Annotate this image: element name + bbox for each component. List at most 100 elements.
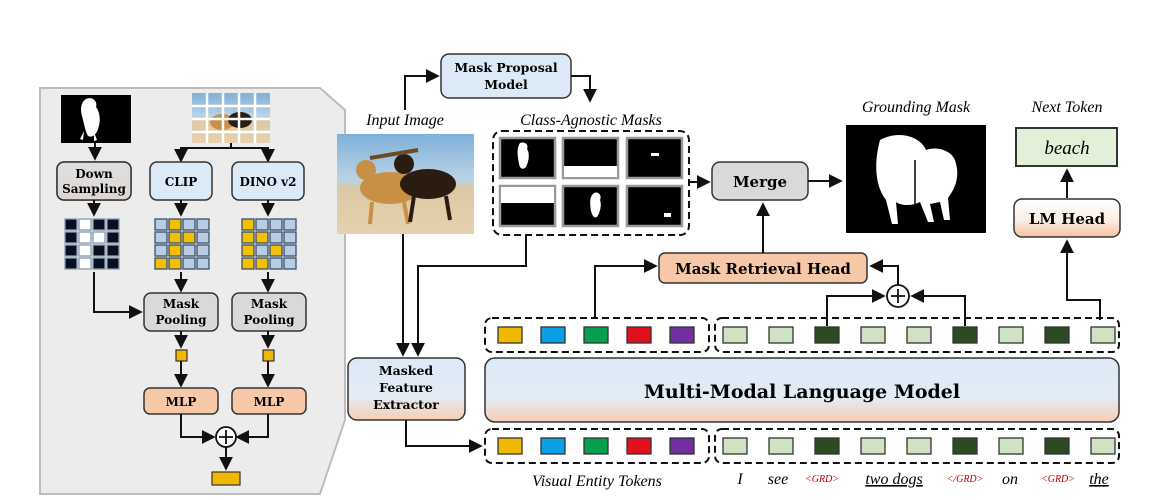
entity-token	[583, 437, 609, 455]
input-entity-tokens-box	[484, 428, 710, 464]
grd-close-token: </GRD>	[947, 474, 984, 485]
feature-grid-cell	[241, 244, 255, 257]
feature-grid-cell	[241, 231, 255, 244]
mask-proposals	[498, 136, 684, 228]
grounding-mask-image	[846, 125, 986, 233]
grounding-mask-label: Grounding Mask	[862, 99, 971, 116]
text-token	[860, 437, 886, 455]
inset-image-patches	[192, 93, 270, 143]
feature-grid-cell	[283, 218, 297, 231]
feature-grid-cell	[182, 257, 196, 270]
output-entity-tokens	[497, 326, 695, 344]
pooled-feature-left	[175, 349, 188, 362]
lm-head-box	[1013, 198, 1121, 238]
next-token-value: beach	[1044, 138, 1089, 159]
inset-sum-icon	[215, 426, 237, 448]
text-token	[768, 326, 794, 344]
dino-feature-grid	[241, 218, 297, 270]
entity-token	[497, 326, 523, 344]
mask-grid-cell	[106, 218, 120, 231]
feature-grid-cell	[255, 231, 269, 244]
feature-grid-cell	[255, 257, 269, 270]
grd-token	[814, 326, 840, 344]
feature-grid-cell	[182, 231, 196, 244]
visual-entity-tokens-label: Visual Entity Tokens	[532, 473, 662, 490]
input-text-tokens	[722, 437, 1116, 455]
clip-label: CLIP	[165, 175, 198, 189]
entity-token	[626, 437, 652, 455]
entity-token	[540, 326, 566, 344]
mask-grid-cell	[64, 218, 78, 231]
feature-grid-cell	[168, 257, 182, 270]
feature-grid-cell	[269, 231, 283, 244]
visual-entity-feature	[211, 471, 241, 486]
feature-grid-cell	[269, 257, 283, 270]
input-text-tokens-box	[714, 428, 1120, 464]
feature-extractor-inset: Down Sampling CLIP DINO v2 Mask Pooling …	[39, 87, 346, 495]
entity-token	[669, 326, 695, 344]
text-token	[1090, 437, 1116, 455]
feature-grid-cell	[168, 244, 182, 257]
feature-grid-cell	[241, 218, 255, 231]
feature-grid-cell	[283, 244, 297, 257]
pooled-feature-right	[262, 349, 275, 362]
input-sentence: I see <GRD> two dogs </GRD> on <GRD> the	[736, 471, 1108, 488]
output-text-tokens-box	[714, 317, 1120, 353]
grd-token	[1044, 326, 1070, 344]
entity-token	[669, 437, 695, 455]
entity-token	[583, 326, 609, 344]
mask-proposal-label-2: Model	[484, 77, 528, 92]
grd-token	[952, 437, 978, 455]
grd-token	[814, 437, 840, 455]
mask-pooling-left-label-2: Pooling	[156, 313, 208, 327]
feature-grid-cell	[269, 218, 283, 231]
mfe-label-2: Feature	[379, 380, 433, 395]
feature-grid-cell	[283, 257, 297, 270]
mask-grid-cell	[78, 244, 92, 257]
mask-pooling-left-label-1: Mask	[163, 297, 200, 311]
entity-token	[497, 437, 523, 455]
mask-proposal-label-1: Mask Proposal	[454, 60, 558, 75]
feature-grid-cell	[255, 218, 269, 231]
mask-grid-cell	[78, 231, 92, 244]
feature-grid-cell	[255, 244, 269, 257]
mask-grid-cell	[64, 257, 78, 270]
mllm-label: Multi-Modal Language Model	[644, 381, 960, 403]
feature-grid-cell	[182, 244, 196, 257]
mask-grid-cell	[64, 231, 78, 244]
next-token-box	[1015, 127, 1118, 167]
mask-pooling-right-label-1: Mask	[251, 297, 288, 311]
mfe-label-3: Extractor	[373, 397, 439, 412]
text-token	[998, 437, 1024, 455]
next-token-label: Next Token	[1031, 99, 1103, 116]
output-text-tokens	[722, 326, 1116, 344]
output-entity-tokens-box	[484, 317, 710, 353]
word-on: on	[1002, 471, 1018, 488]
feature-grid-cell	[241, 257, 255, 270]
mfe-label-1: Masked	[379, 363, 434, 378]
down-sampling-label-1: Down	[75, 167, 113, 181]
mask-grid	[64, 218, 120, 270]
lm-head-label: LM Head	[1029, 210, 1106, 228]
class-agnostic-masks-label: Class-Agnostic Masks	[520, 112, 662, 129]
text-token	[906, 326, 932, 344]
words-two-dogs: two dogs	[865, 471, 922, 488]
mlp-right-label: MLP	[254, 395, 285, 409]
retrieval-sum-icon	[886, 284, 910, 308]
feature-grid-cell	[196, 244, 210, 257]
mask-grid-cell	[106, 231, 120, 244]
text-token	[860, 326, 886, 344]
text-token	[1090, 326, 1116, 344]
grd-open-token: <GRD>	[805, 474, 839, 485]
feature-grid-cell	[196, 218, 210, 231]
input-image-label: Input Image	[365, 112, 444, 129]
feature-grid-cell	[154, 244, 168, 257]
feature-grid-cell	[154, 231, 168, 244]
feature-grid-cell	[182, 218, 196, 231]
input-entity-tokens	[497, 437, 695, 455]
feature-grid-cell	[269, 244, 283, 257]
mask-retrieval-head-label: Mask Retrieval Head	[675, 260, 851, 278]
mask-pooling-right-label-2: Pooling	[244, 313, 296, 327]
mask-grid-cell	[64, 244, 78, 257]
